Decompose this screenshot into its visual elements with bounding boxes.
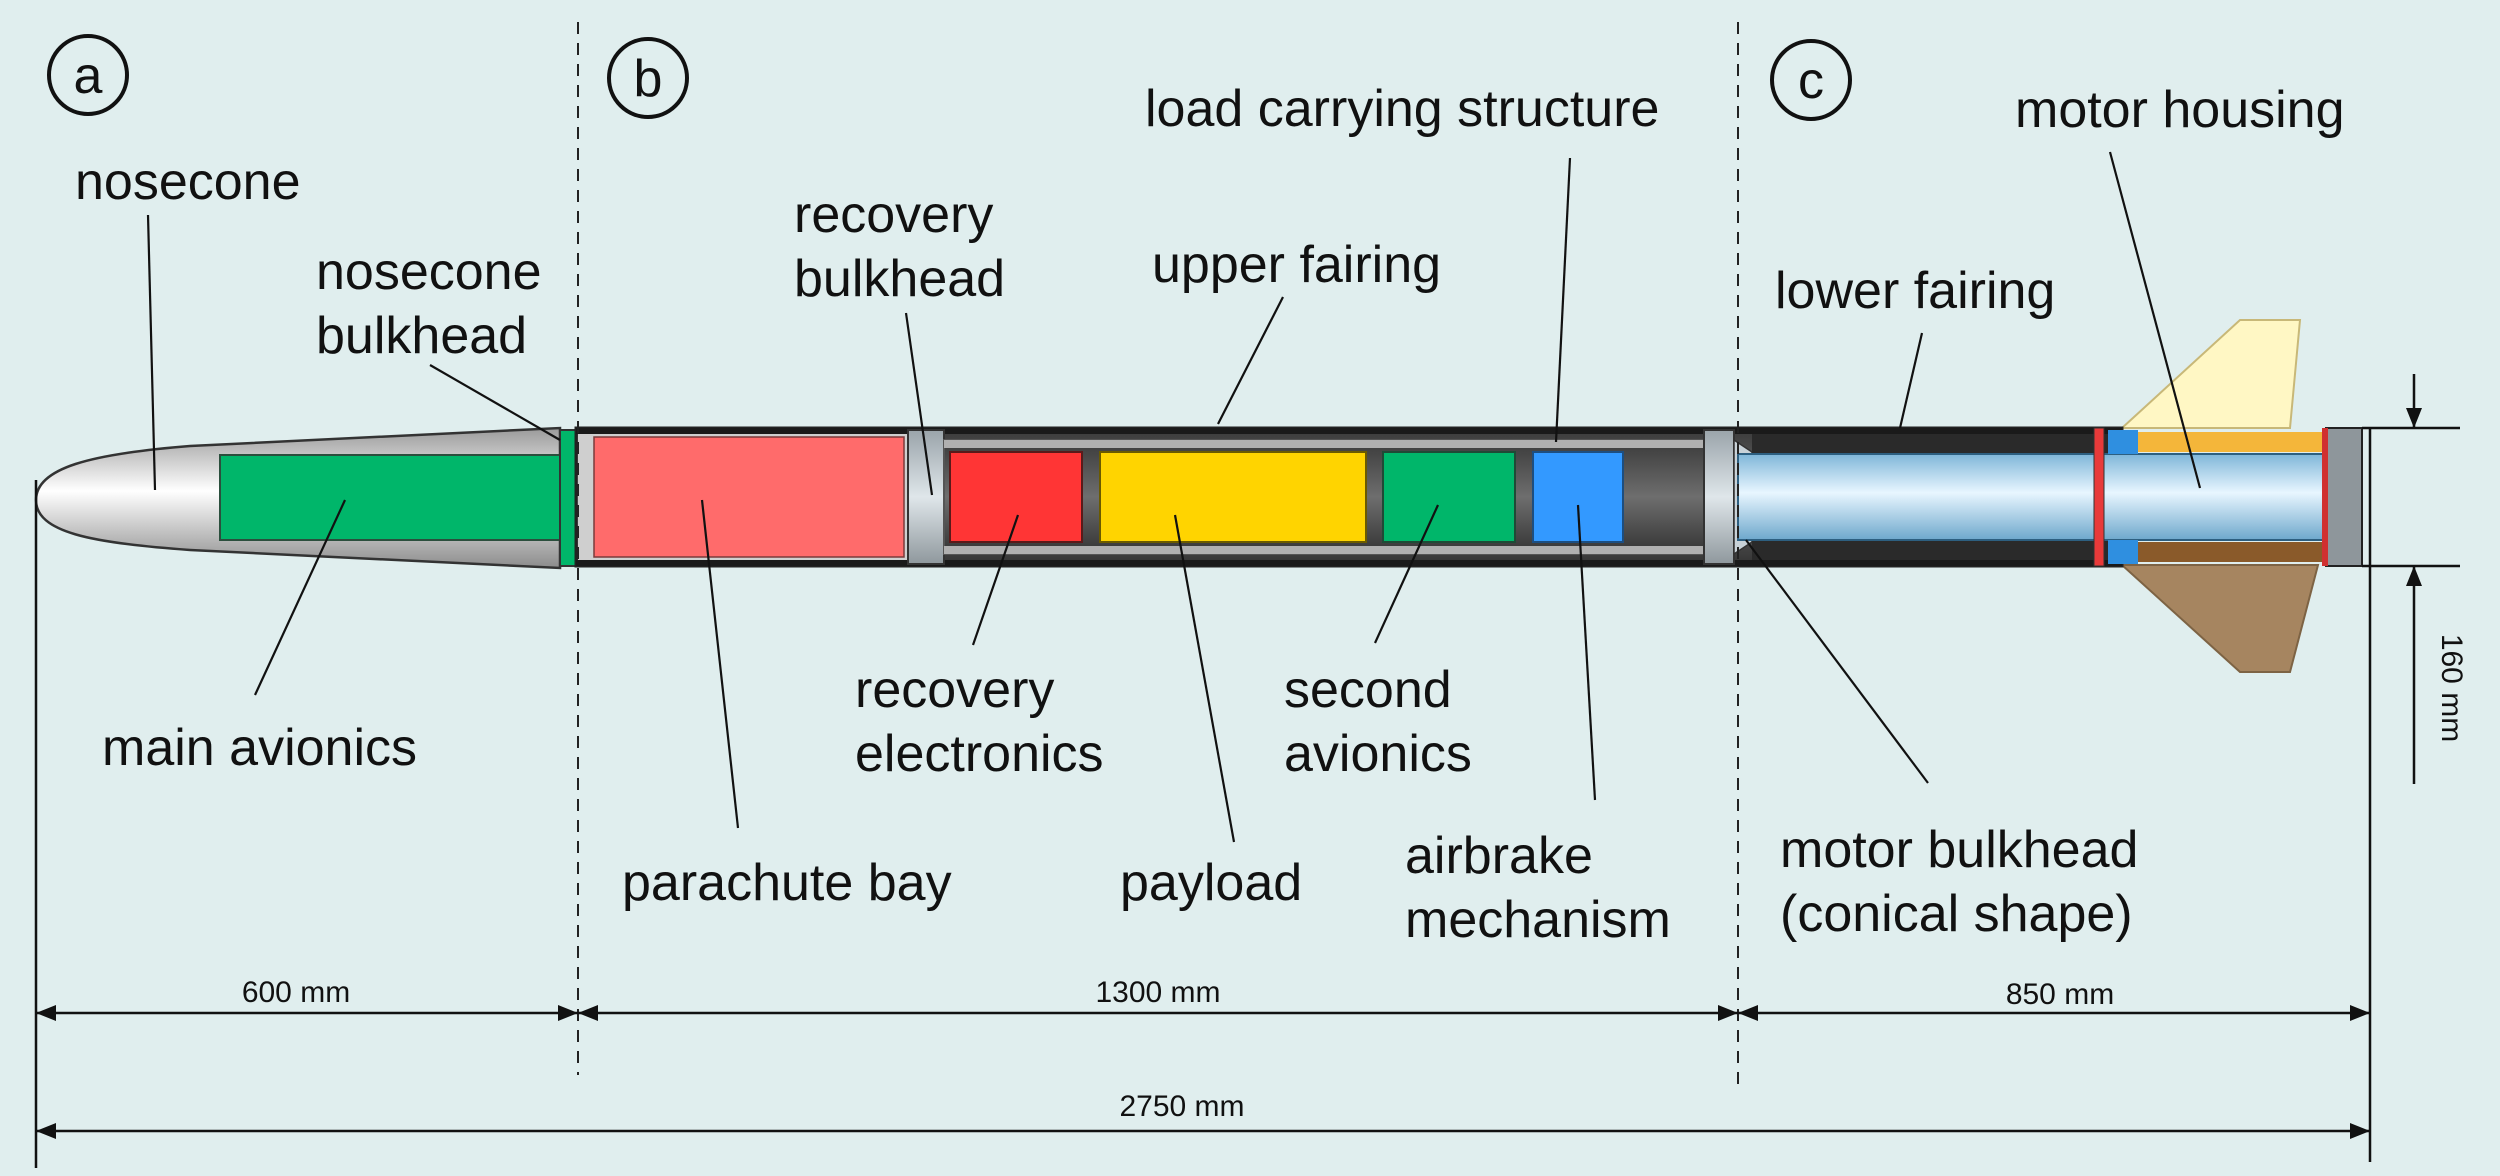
label-nosecone-bulkhead-2: bulkhead [316, 307, 527, 365]
motor-bulkhead-shape [1703, 429, 1735, 565]
load-structure-rail-bottom [944, 546, 1704, 554]
upper-fin [2119, 319, 2302, 429]
leader-upper-fairing [1217, 296, 1284, 425]
airbrake-mechanism-block [1532, 451, 1624, 543]
dim-arrow-a-left [36, 1005, 56, 1021]
motor-housing-shape [1737, 453, 2361, 541]
recovery-electronics-block [949, 451, 1083, 543]
label-lower-fairing: lower fairing [1775, 262, 2055, 320]
leader-motor-bulkhead [1745, 539, 1929, 784]
leader-nosecone [146, 214, 157, 491]
payload-block [1099, 451, 1367, 543]
label-airbrake-mechanism-1: airbrake [1405, 827, 1593, 885]
section-c-label: c [1798, 52, 1824, 110]
motor-aft-blue-insert [2108, 430, 2138, 454]
dia-arrow-top [2406, 408, 2422, 428]
motor-aft-ring [2093, 427, 2105, 567]
dim-arrow-b-left [578, 1005, 598, 1021]
dim-label-total: 2750 mm [1119, 1090, 1244, 1123]
leader-main-avionics [254, 499, 346, 696]
leader-recovery-bulkhead [904, 312, 934, 496]
label-second-avionics-2: avionics [1284, 725, 1472, 783]
leader-motor-housing [2108, 151, 2202, 489]
leader-load-carrying-structure [1554, 157, 1572, 443]
dim-label-a: 600 mm [242, 976, 350, 1009]
label-upper-fairing: upper fairing [1152, 236, 1441, 294]
motor-aft-blue-insert-lower [2108, 540, 2138, 564]
label-motor-bulkhead-1: motor bulkhead [1780, 821, 2138, 879]
aft-end-cap [2325, 427, 2363, 567]
section-b-label: b [634, 50, 663, 108]
label-main-avionics: main avionics [102, 719, 417, 777]
section-a-label: a [74, 47, 103, 105]
lower-fairing-shape [576, 560, 2122, 566]
nosecone-bulkhead-shape [559, 429, 577, 567]
section-a-circle [47, 34, 129, 116]
dim-arrow-c-right [2350, 1005, 2370, 1021]
label-parachute-bay: parachute bay [622, 854, 952, 912]
section-b-circle [607, 37, 689, 119]
leader-airbrake-mechanism [1576, 504, 1597, 801]
label-motor-housing: motor housing [2015, 81, 2345, 139]
dim-arrow-total-left [36, 1123, 56, 1139]
label-recovery-bulkhead-2: bulkhead [794, 250, 1005, 308]
leader-nosecone-bulkhead [429, 364, 561, 441]
label-payload: payload [1120, 854, 1302, 912]
dim-label-diameter: 160 mm [2435, 634, 2468, 742]
dia-arrow-bottom [2406, 566, 2422, 586]
second-avionics-block [1382, 451, 1516, 543]
fin-root-upper [2138, 432, 2330, 452]
label-recovery-bulkhead-1: recovery [794, 186, 993, 244]
label-recovery-electronics-2: electronics [855, 725, 1104, 783]
leader-lower-fairing [1898, 332, 1924, 429]
load-structure-rail-top [944, 440, 1704, 448]
dim-arrow-a-right [558, 1005, 578, 1021]
upper-fairing-shape [576, 428, 2122, 434]
parachute-bay-block [593, 436, 905, 558]
dim-arrow-c-left [1738, 1005, 1758, 1021]
label-nosecone: nosecone [75, 153, 301, 211]
lower-fin [2119, 564, 2320, 673]
main-avionics-block [219, 454, 561, 541]
aft-ring-red [2322, 428, 2328, 566]
dim-arrow-b-right [1718, 1005, 1738, 1021]
dim-arrow-total-right [2350, 1123, 2370, 1139]
section-c-circle [1770, 39, 1852, 121]
fin-root-lower [2138, 542, 2330, 562]
label-recovery-electronics-1: recovery [855, 661, 1054, 719]
label-second-avionics-1: second [1284, 661, 1452, 719]
label-motor-bulkhead-2: (conical shape) [1780, 885, 2133, 943]
label-nosecone-bulkhead-1: nosecone [316, 243, 542, 301]
leader-parachute-bay [700, 499, 740, 829]
leader-payload [1173, 514, 1236, 843]
label-airbrake-mechanism-2: mechanism [1405, 891, 1671, 949]
dim-label-c: 850 mm [2006, 978, 2114, 1011]
label-load-carrying-structure: load carrying structure [1145, 80, 1659, 138]
leader-recovery-electronics [971, 514, 1020, 646]
dim-label-b: 1300 mm [1095, 976, 1220, 1009]
leader-second-avionics [1373, 504, 1440, 644]
